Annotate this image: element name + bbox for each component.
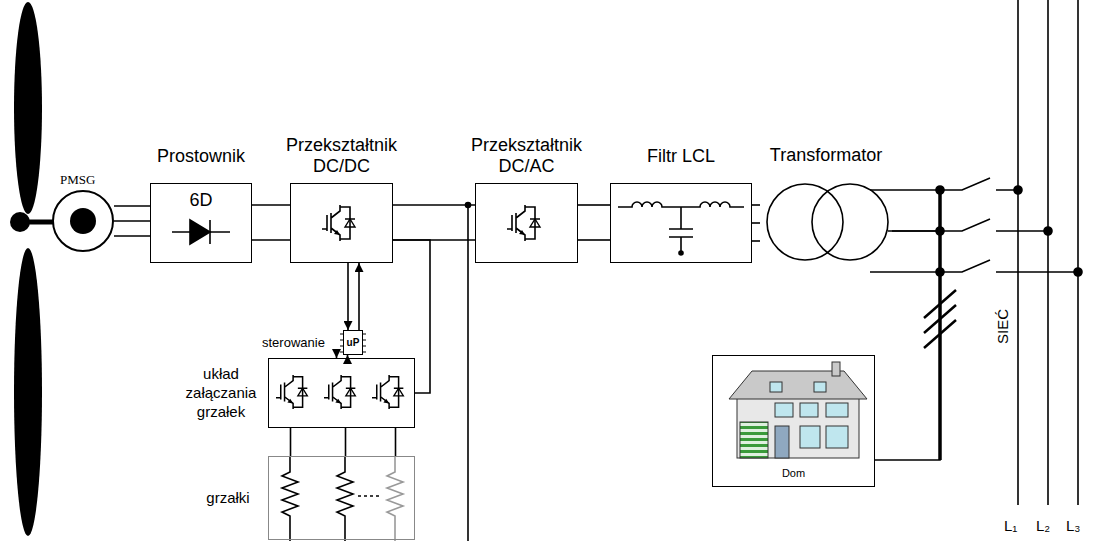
- rectifier-box: Prostownik6D: [150, 183, 252, 263]
- connector: [393, 205, 475, 240]
- node-text: układ załączania grzałek: [179, 365, 263, 421]
- igbt-symbol: [372, 375, 403, 409]
- lcl-symbol: [618, 202, 744, 255]
- controller-chip: uP: [343, 330, 363, 355]
- wire-line: [114, 220, 150, 222]
- text-label: L₂: [1036, 517, 1050, 534]
- connector: [393, 240, 430, 393]
- wire-line: [114, 235, 150, 237]
- node-text: uP: [347, 337, 360, 349]
- wire-line: [345, 428, 347, 456]
- connector: [752, 205, 760, 241]
- node-text: PMSG: [60, 172, 95, 188]
- wire-line: [395, 428, 397, 456]
- filter-box: Filtr LCL: [610, 183, 752, 263]
- wire-line: [393, 204, 475, 206]
- igbt-symbol: [507, 205, 540, 241]
- heater-box: grzałki: [268, 456, 415, 540]
- dc-bus: [466, 203, 471, 541]
- transformer: Transformator: [760, 183, 892, 263]
- wire-line: [875, 231, 940, 460]
- wire-line: [752, 222, 760, 224]
- text-label: L₃: [1066, 517, 1080, 534]
- wire-line: [114, 205, 150, 207]
- wire-line: [358, 263, 360, 330]
- node-text: Prostownik: [157, 146, 245, 168]
- house-box: Dom: [712, 355, 875, 487]
- igbt-symbol: [322, 205, 355, 241]
- wire-line: [752, 240, 760, 242]
- house-picture: [729, 362, 867, 458]
- text-label: sterowanie: [262, 335, 325, 350]
- node-text: Dom: [782, 467, 805, 480]
- node-text: Filtr LCL: [647, 146, 715, 168]
- connector: [578, 205, 610, 240]
- transformer-symbol: [767, 184, 888, 260]
- wire-line: [252, 239, 290, 241]
- grid-connection: [870, 0, 1082, 505]
- wire-line: [252, 204, 290, 206]
- connector: [114, 206, 150, 236]
- node-text: grzałki: [193, 489, 263, 508]
- connector: [291, 428, 396, 456]
- text-label: SIEĆ: [994, 309, 1011, 344]
- inverter-box: Przekształtnik DC/AC: [475, 183, 578, 263]
- wind-turbine: [10, 2, 96, 536]
- node-text: Przekształtnik DC/DC: [274, 135, 409, 178]
- igbt-symbol: [276, 375, 307, 409]
- node-text: 6D: [189, 190, 212, 212]
- connector: [875, 231, 940, 460]
- wire-line: [578, 204, 610, 206]
- node-text: Transformator: [770, 145, 882, 167]
- converter-box: Przekształtnik DC/DC: [290, 183, 393, 263]
- heater-resistors: [282, 456, 403, 541]
- wire-line: [393, 240, 430, 393]
- wire-line: [578, 239, 610, 241]
- wire-line: [752, 204, 760, 206]
- diode-symbol: [172, 220, 230, 244]
- connector: [252, 205, 290, 240]
- node-text: Przekształtnik DC/AC: [459, 135, 594, 178]
- connector: [348, 263, 359, 330]
- switch-box: układ załączania grzałek: [268, 358, 415, 428]
- wire-line: [290, 428, 292, 456]
- wire-line: [347, 263, 349, 330]
- igbt-symbol: [324, 375, 355, 409]
- text-label: L₁: [1004, 517, 1017, 534]
- generator-circle: PMSG: [52, 190, 114, 252]
